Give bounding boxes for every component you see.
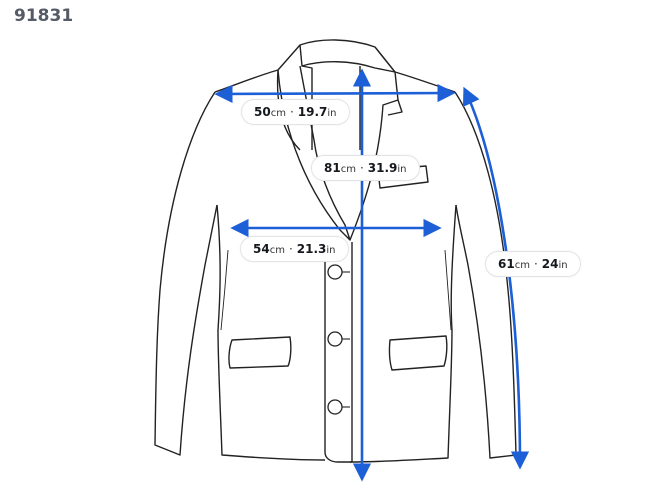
left-side-seam xyxy=(220,249,229,331)
left-sleeve-outline xyxy=(154,91,218,456)
right-body-outline xyxy=(349,204,457,463)
sleeve-arrow xyxy=(462,86,530,470)
length-measurement-label: 81cm·31.9in xyxy=(311,155,420,181)
right-pocket-flap xyxy=(388,335,448,371)
right-side-seam xyxy=(444,249,452,331)
shoulder-left xyxy=(214,69,279,93)
right-notch xyxy=(387,99,403,116)
sleeve-measurement-label: 61cm·24in xyxy=(485,251,581,277)
chest-measurement-label: 54cm·21.3in xyxy=(240,236,349,262)
shoulder-right xyxy=(394,71,456,93)
collar-back xyxy=(299,39,396,73)
measurement-arrows xyxy=(214,68,530,482)
left-pocket-flap xyxy=(228,336,292,369)
product-code: 91831 xyxy=(14,6,74,26)
left-lapel xyxy=(277,44,351,241)
front-placket xyxy=(324,242,353,463)
button-middle xyxy=(327,331,343,347)
button-top xyxy=(327,264,343,280)
shoulder-arrow xyxy=(214,83,456,104)
buttons xyxy=(327,264,343,415)
button-bottom xyxy=(327,399,343,415)
right-lapel xyxy=(349,46,399,241)
shoulder-measurement-label: 50cm·19.7in xyxy=(241,99,350,125)
left-body-outline xyxy=(216,204,326,461)
